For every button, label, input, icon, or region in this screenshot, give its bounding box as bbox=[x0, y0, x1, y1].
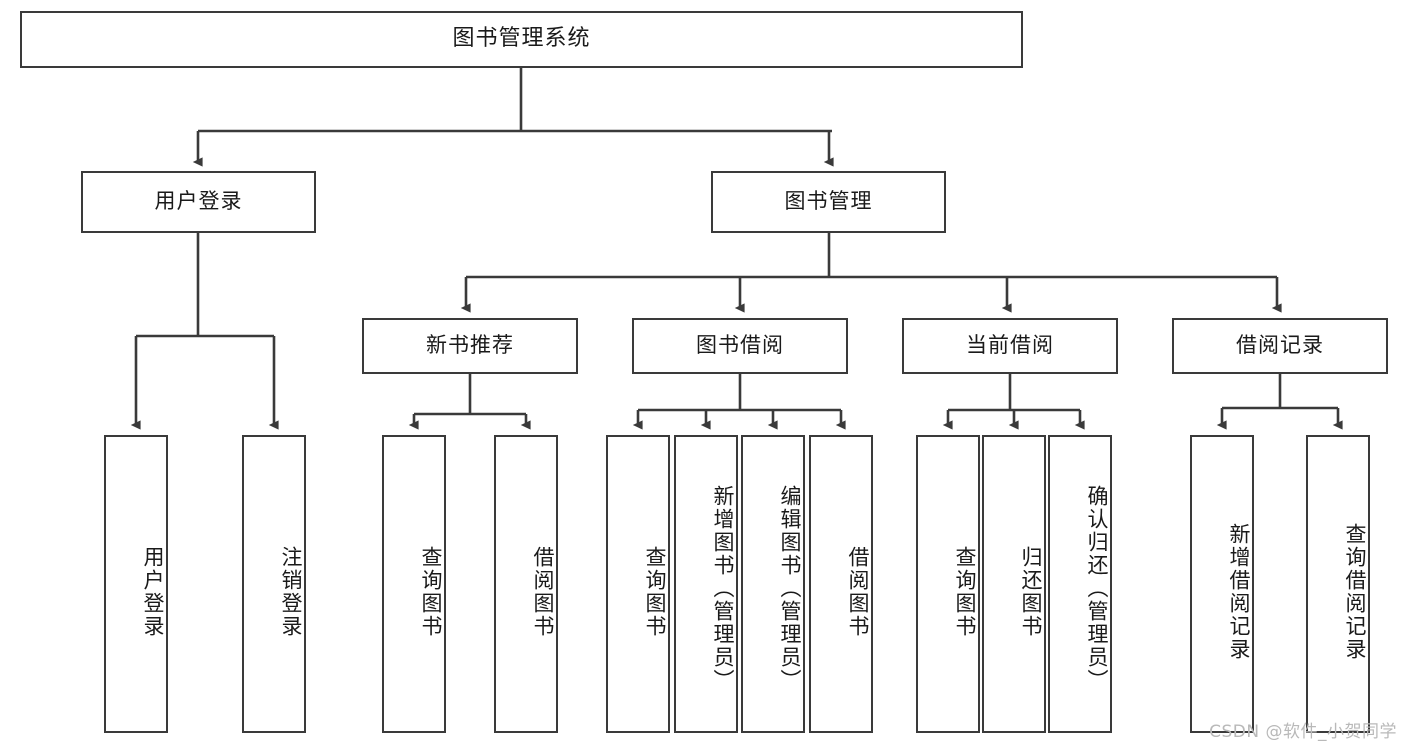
node-label: 图书管理系统 bbox=[452, 26, 591, 52]
leaf-return-book[interactable]: 归还图书 bbox=[982, 435, 1046, 733]
node-root-system[interactable]: 图书管理系统 bbox=[20, 11, 1023, 68]
node-label: 新书推荐 bbox=[426, 333, 514, 358]
node-label: 图书借阅 bbox=[696, 333, 784, 358]
node-label: 查询借阅记录 bbox=[1343, 523, 1367, 661]
node-label: 查询图书 bbox=[419, 546, 443, 638]
node-label: 注销登录 bbox=[279, 546, 303, 638]
node-label: 新增图书（管理员） bbox=[711, 484, 735, 692]
leaf-query-book-1[interactable]: 查询图书 bbox=[382, 435, 446, 733]
leaf-query-book-3[interactable]: 查询图书 bbox=[916, 435, 980, 733]
leaf-user-login[interactable]: 用户登录 bbox=[104, 435, 168, 733]
leaf-logout[interactable]: 注销登录 bbox=[242, 435, 306, 733]
node-label: 查询图书 bbox=[953, 546, 977, 638]
leaf-query-record[interactable]: 查询借阅记录 bbox=[1306, 435, 1370, 733]
node-label: 用户登录 bbox=[141, 546, 165, 638]
node-label: 借阅记录 bbox=[1236, 333, 1324, 358]
node-label: 借阅图书 bbox=[531, 546, 555, 638]
leaf-borrow-book-2[interactable]: 借阅图书 bbox=[809, 435, 873, 733]
node-user-login[interactable]: 用户登录 bbox=[81, 171, 316, 233]
node-label: 归还图书 bbox=[1019, 546, 1043, 638]
node-borrow-record[interactable]: 借阅记录 bbox=[1172, 318, 1388, 374]
leaf-add-book[interactable]: 新增图书（管理员） bbox=[674, 435, 738, 733]
node-current-borrow[interactable]: 当前借阅 bbox=[902, 318, 1118, 374]
csdn-watermark: CSDN @软件_小贺同学 bbox=[1209, 722, 1397, 742]
leaf-borrow-book-1[interactable]: 借阅图书 bbox=[494, 435, 558, 733]
leaf-query-book-2[interactable]: 查询图书 bbox=[606, 435, 670, 733]
node-label: 用户登录 bbox=[154, 189, 243, 214]
leaf-confirm-return[interactable]: 确认归还（管理员） bbox=[1048, 435, 1112, 733]
node-label: 图书管理 bbox=[784, 189, 873, 214]
leaf-edit-book[interactable]: 编辑图书（管理员） bbox=[741, 435, 805, 733]
node-label: 借阅图书 bbox=[846, 546, 870, 638]
node-book-manage[interactable]: 图书管理 bbox=[711, 171, 946, 233]
node-label: 确认归还（管理员） bbox=[1085, 484, 1109, 692]
leaf-add-record[interactable]: 新增借阅记录 bbox=[1190, 435, 1254, 733]
node-book-borrow[interactable]: 图书借阅 bbox=[632, 318, 848, 374]
node-label: 编辑图书（管理员） bbox=[778, 484, 802, 692]
node-label: 新增借阅记录 bbox=[1227, 523, 1251, 661]
node-label: 查询图书 bbox=[643, 546, 667, 638]
node-new-book-rec[interactable]: 新书推荐 bbox=[362, 318, 578, 374]
node-label: 当前借阅 bbox=[966, 333, 1054, 358]
